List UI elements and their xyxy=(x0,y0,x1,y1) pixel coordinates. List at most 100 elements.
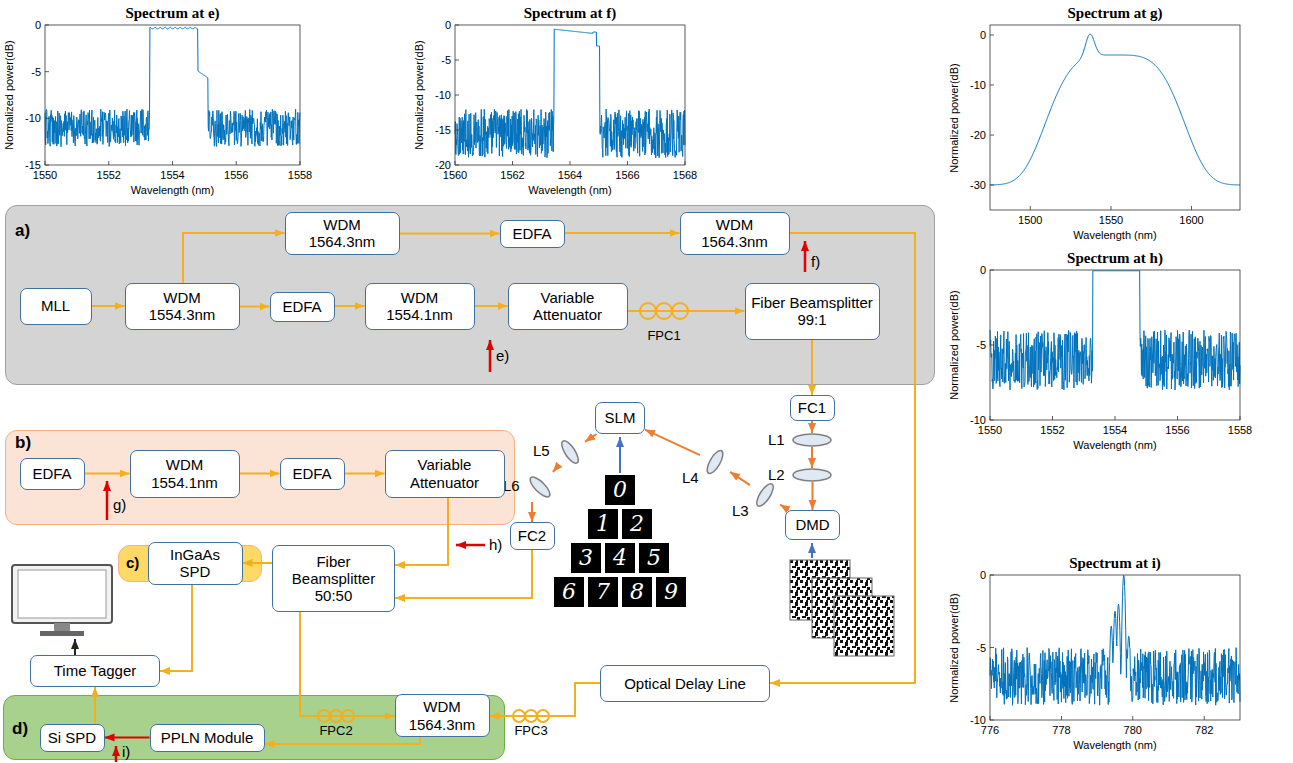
lens-label: L4 xyxy=(682,470,699,487)
tick-label: 1558 xyxy=(288,169,312,181)
tick-mark xyxy=(300,161,301,165)
fiber-link xyxy=(240,473,280,475)
probe-arrow xyxy=(106,481,109,520)
pattern-arrow xyxy=(811,543,813,558)
spectrum-curve xyxy=(990,271,1240,390)
lens: L1 xyxy=(792,433,832,447)
tick-mark xyxy=(45,161,46,165)
component-label: FC1 xyxy=(798,399,826,416)
tick-mark xyxy=(990,185,994,186)
tick-mark xyxy=(627,161,628,165)
tick-label: 1550 xyxy=(1099,214,1123,226)
lens: L5 xyxy=(555,437,585,467)
spectrum-curve xyxy=(455,29,685,158)
tick-label: 1556 xyxy=(224,169,248,181)
fiber-link xyxy=(240,306,270,308)
probe-arrow xyxy=(115,746,118,762)
computer-monitor xyxy=(12,565,112,636)
digit-image: 5 xyxy=(647,546,661,570)
controller-label: FPC2 xyxy=(319,724,352,738)
fiber-link xyxy=(345,473,385,475)
data-arrow xyxy=(74,639,76,655)
component-box: SLM xyxy=(595,402,645,434)
region-label: d) xyxy=(12,720,28,737)
lens-label: L3 xyxy=(732,503,749,520)
probe-arrow xyxy=(456,544,485,547)
module-region: c) InGaAs SPD xyxy=(118,545,262,582)
tick-label: 1556 xyxy=(1165,424,1189,436)
lens: L6 xyxy=(525,472,555,502)
dmd-mask xyxy=(812,578,872,638)
lens-label: L5 xyxy=(533,443,550,460)
lens-shape xyxy=(792,468,832,482)
coil-loop xyxy=(513,710,525,722)
dmd-mask xyxy=(790,560,850,620)
tick-mark xyxy=(455,130,459,131)
region-label: b) xyxy=(15,434,31,451)
component-box: WDM 1554.3nm xyxy=(125,283,240,330)
fiber-link xyxy=(85,473,130,475)
fiber-coil xyxy=(513,710,549,722)
tick-mark xyxy=(236,161,237,165)
tick-mark xyxy=(455,161,456,165)
lens-shape xyxy=(750,480,780,510)
beam-path xyxy=(730,472,750,485)
probe-label: h) xyxy=(489,537,502,554)
tick-mark xyxy=(990,345,994,346)
lens: L4 xyxy=(700,447,730,477)
tick-label: 782 xyxy=(1195,724,1213,736)
plot-title: Spectrum at e) xyxy=(125,5,219,22)
digit-tile xyxy=(588,509,618,539)
probe-label: i) xyxy=(122,744,130,761)
spectrum-plot xyxy=(990,575,1240,720)
axis-title: Normalized power(dB) xyxy=(948,63,960,172)
tick-label: 1500 xyxy=(1018,214,1042,226)
tick-mark xyxy=(990,647,994,648)
lens-label: L1 xyxy=(768,432,785,449)
tick-mark xyxy=(990,716,991,720)
tick-mark xyxy=(455,95,459,96)
component-label: Fiber Beamsplitter 50:50 xyxy=(278,553,389,605)
tick-mark xyxy=(1204,716,1205,720)
tick-mark xyxy=(45,118,49,119)
tick-label: 1552 xyxy=(97,169,121,181)
component-label: EDFA xyxy=(282,298,321,315)
component-label: EDFA xyxy=(512,225,551,242)
component-label: EDFA xyxy=(292,465,331,482)
coil-loop xyxy=(656,303,672,319)
fiber-link xyxy=(475,305,508,307)
coil-loop xyxy=(537,710,549,722)
component-label: WDM 1564.3nm xyxy=(686,216,784,251)
tick-label: -30 xyxy=(970,179,986,191)
fiber-link xyxy=(770,233,915,683)
beam-path xyxy=(645,430,700,455)
tick-label: 1564 xyxy=(558,169,582,181)
tick-mark xyxy=(45,165,49,166)
tick-mark xyxy=(1115,416,1116,420)
plot-frame xyxy=(45,25,300,165)
fiber-link xyxy=(395,498,448,566)
lens-outline xyxy=(704,448,726,476)
component-box: Optical Delay Line xyxy=(600,665,770,702)
digit-image: 4 xyxy=(613,546,627,570)
tick-label: 1568 xyxy=(673,169,697,181)
fiber-link xyxy=(160,585,192,672)
tick-mark xyxy=(990,34,994,35)
component-label: WDM 1554.1nm xyxy=(371,289,469,324)
digit-tile xyxy=(554,577,584,607)
spectrum-plot xyxy=(990,25,1240,210)
digit-tile xyxy=(605,543,635,573)
fiber-link xyxy=(92,305,125,307)
digit-tile xyxy=(656,577,686,607)
axis-title: Normalized power(dB) xyxy=(948,290,960,399)
tick-mark xyxy=(1052,416,1053,420)
axis-title: Wavelength (nm) xyxy=(528,184,611,196)
region-label: c) xyxy=(126,555,139,570)
component-box: MLL xyxy=(20,288,92,325)
tick-label: 1566 xyxy=(615,169,639,181)
component-box: InGaAs SPD xyxy=(148,542,243,585)
tick-label: 1554 xyxy=(1103,424,1127,436)
coil-loop xyxy=(640,303,656,319)
